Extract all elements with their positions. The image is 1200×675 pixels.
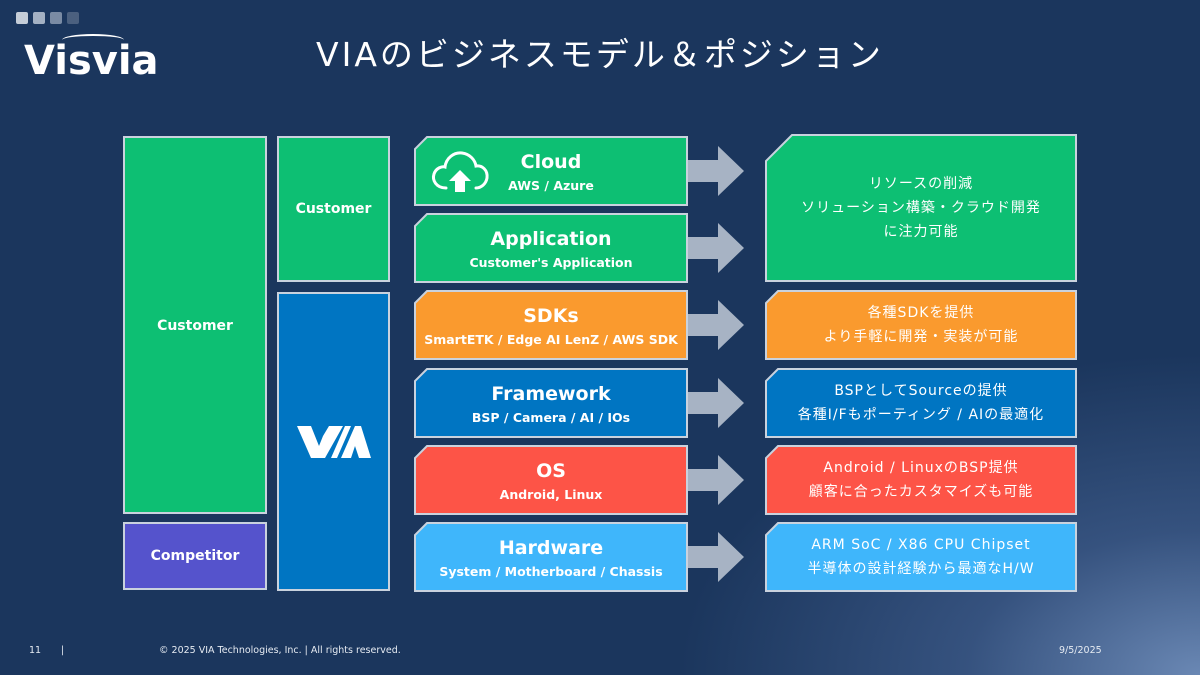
nav-dot <box>67 12 79 24</box>
description-line: ARM SoC / X86 CPU Chipset <box>811 537 1031 553</box>
description-line: 各種I/Fもポーティング / AIの最適化 <box>797 407 1045 423</box>
logo-arc-icon <box>62 34 124 46</box>
visvia-logo: Visvia <box>24 38 159 84</box>
nav-dot <box>33 12 45 24</box>
layer-name: OS <box>536 459 566 482</box>
customer-large-block: Customer <box>123 136 267 514</box>
nav-dot <box>50 12 62 24</box>
arrow-right-icon <box>688 455 746 505</box>
layer-sdks: SDKs SmartETK / Edge AI LenZ / AWS SDK <box>414 290 688 360</box>
layer-name: Cloud <box>520 150 582 173</box>
description-customer: リソースの削減ソリューション構築・クラウド開発に注力可能 <box>765 134 1077 282</box>
layer-name: SDKs <box>523 304 579 327</box>
arrow-right-icon <box>688 378 746 428</box>
copyright-text: © 2025 VIA Technologies, Inc. | All righ… <box>159 645 401 656</box>
arrow-right-icon <box>688 300 746 350</box>
layer-framework: Framework BSP / Camera / AI / IOs <box>414 368 688 438</box>
description-line: BSPとしてSourceの提供 <box>834 383 1008 399</box>
customer-label: Customer <box>295 201 372 217</box>
arrow-right-icon <box>688 146 746 196</box>
layer-subtitle: Customer's Application <box>469 254 633 270</box>
description-line: 各種SDKを提供 <box>867 305 975 321</box>
layer-os: OS Android, Linux <box>414 445 688 515</box>
footer-separator: | <box>61 645 65 656</box>
competitor-block: Competitor <box>123 522 267 590</box>
description-line: リソースの削減 <box>868 176 974 192</box>
layer-name: Application <box>490 227 612 250</box>
via-logo-icon <box>296 425 371 458</box>
nav-dot <box>16 12 28 24</box>
layer-application: Application Customer's Application <box>414 213 688 283</box>
arrow-right-icon <box>688 532 746 582</box>
layer-subtitle: System / Motherboard / Chassis <box>439 563 663 579</box>
description-framework: BSPとしてSourceの提供各種I/Fもポーティング / AIの最適化 <box>765 368 1077 438</box>
description-sdks: 各種SDKを提供より手軽に開発・実装が可能 <box>765 290 1077 360</box>
layer-subtitle: Android, Linux <box>499 486 603 502</box>
layer-subtitle: SmartETK / Edge AI LenZ / AWS SDK <box>424 331 678 347</box>
description-line: 顧客に合ったカスタマイズも可能 <box>808 484 1034 500</box>
cloud-upload-icon <box>430 148 490 194</box>
description-os: Android / LinuxのBSP提供顧客に合ったカスタマイズも可能 <box>765 445 1077 515</box>
description-line: Android / LinuxのBSP提供 <box>823 460 1019 476</box>
slide-nav-dots <box>16 12 79 24</box>
layer-name: Framework <box>491 382 611 405</box>
date-text: 9/5/2025 <box>1059 645 1102 656</box>
layer-hardware: Hardware System / Motherboard / Chassis <box>414 522 688 592</box>
page-title: VIAのビジネスモデル＆ポジション <box>316 35 884 74</box>
customer-label: Customer <box>157 318 233 334</box>
description-line: より手軽に開発・実装が可能 <box>823 329 1019 345</box>
description-line: 半導体の設計経験から最適なH/W <box>807 561 1035 577</box>
competitor-label: Competitor <box>150 548 240 564</box>
layer-subtitle: BSP / Camera / AI / IOs <box>471 409 631 425</box>
description-line: に注力可能 <box>883 224 959 240</box>
arrow-right-icon <box>688 223 746 273</box>
page-number: 11 <box>29 645 42 656</box>
via-block <box>277 292 390 591</box>
layer-name: Hardware <box>498 536 604 559</box>
layer-subtitle: AWS / Azure <box>508 177 594 193</box>
customer-small-block: Customer <box>277 136 390 282</box>
description-line: ソリューション構築・クラウド開発 <box>801 200 1041 216</box>
layer-cloud: Cloud AWS / Azure <box>414 136 688 206</box>
description-hardware: ARM SoC / X86 CPU Chipset 半導体の設計経験から最適なH/… <box>765 522 1077 592</box>
